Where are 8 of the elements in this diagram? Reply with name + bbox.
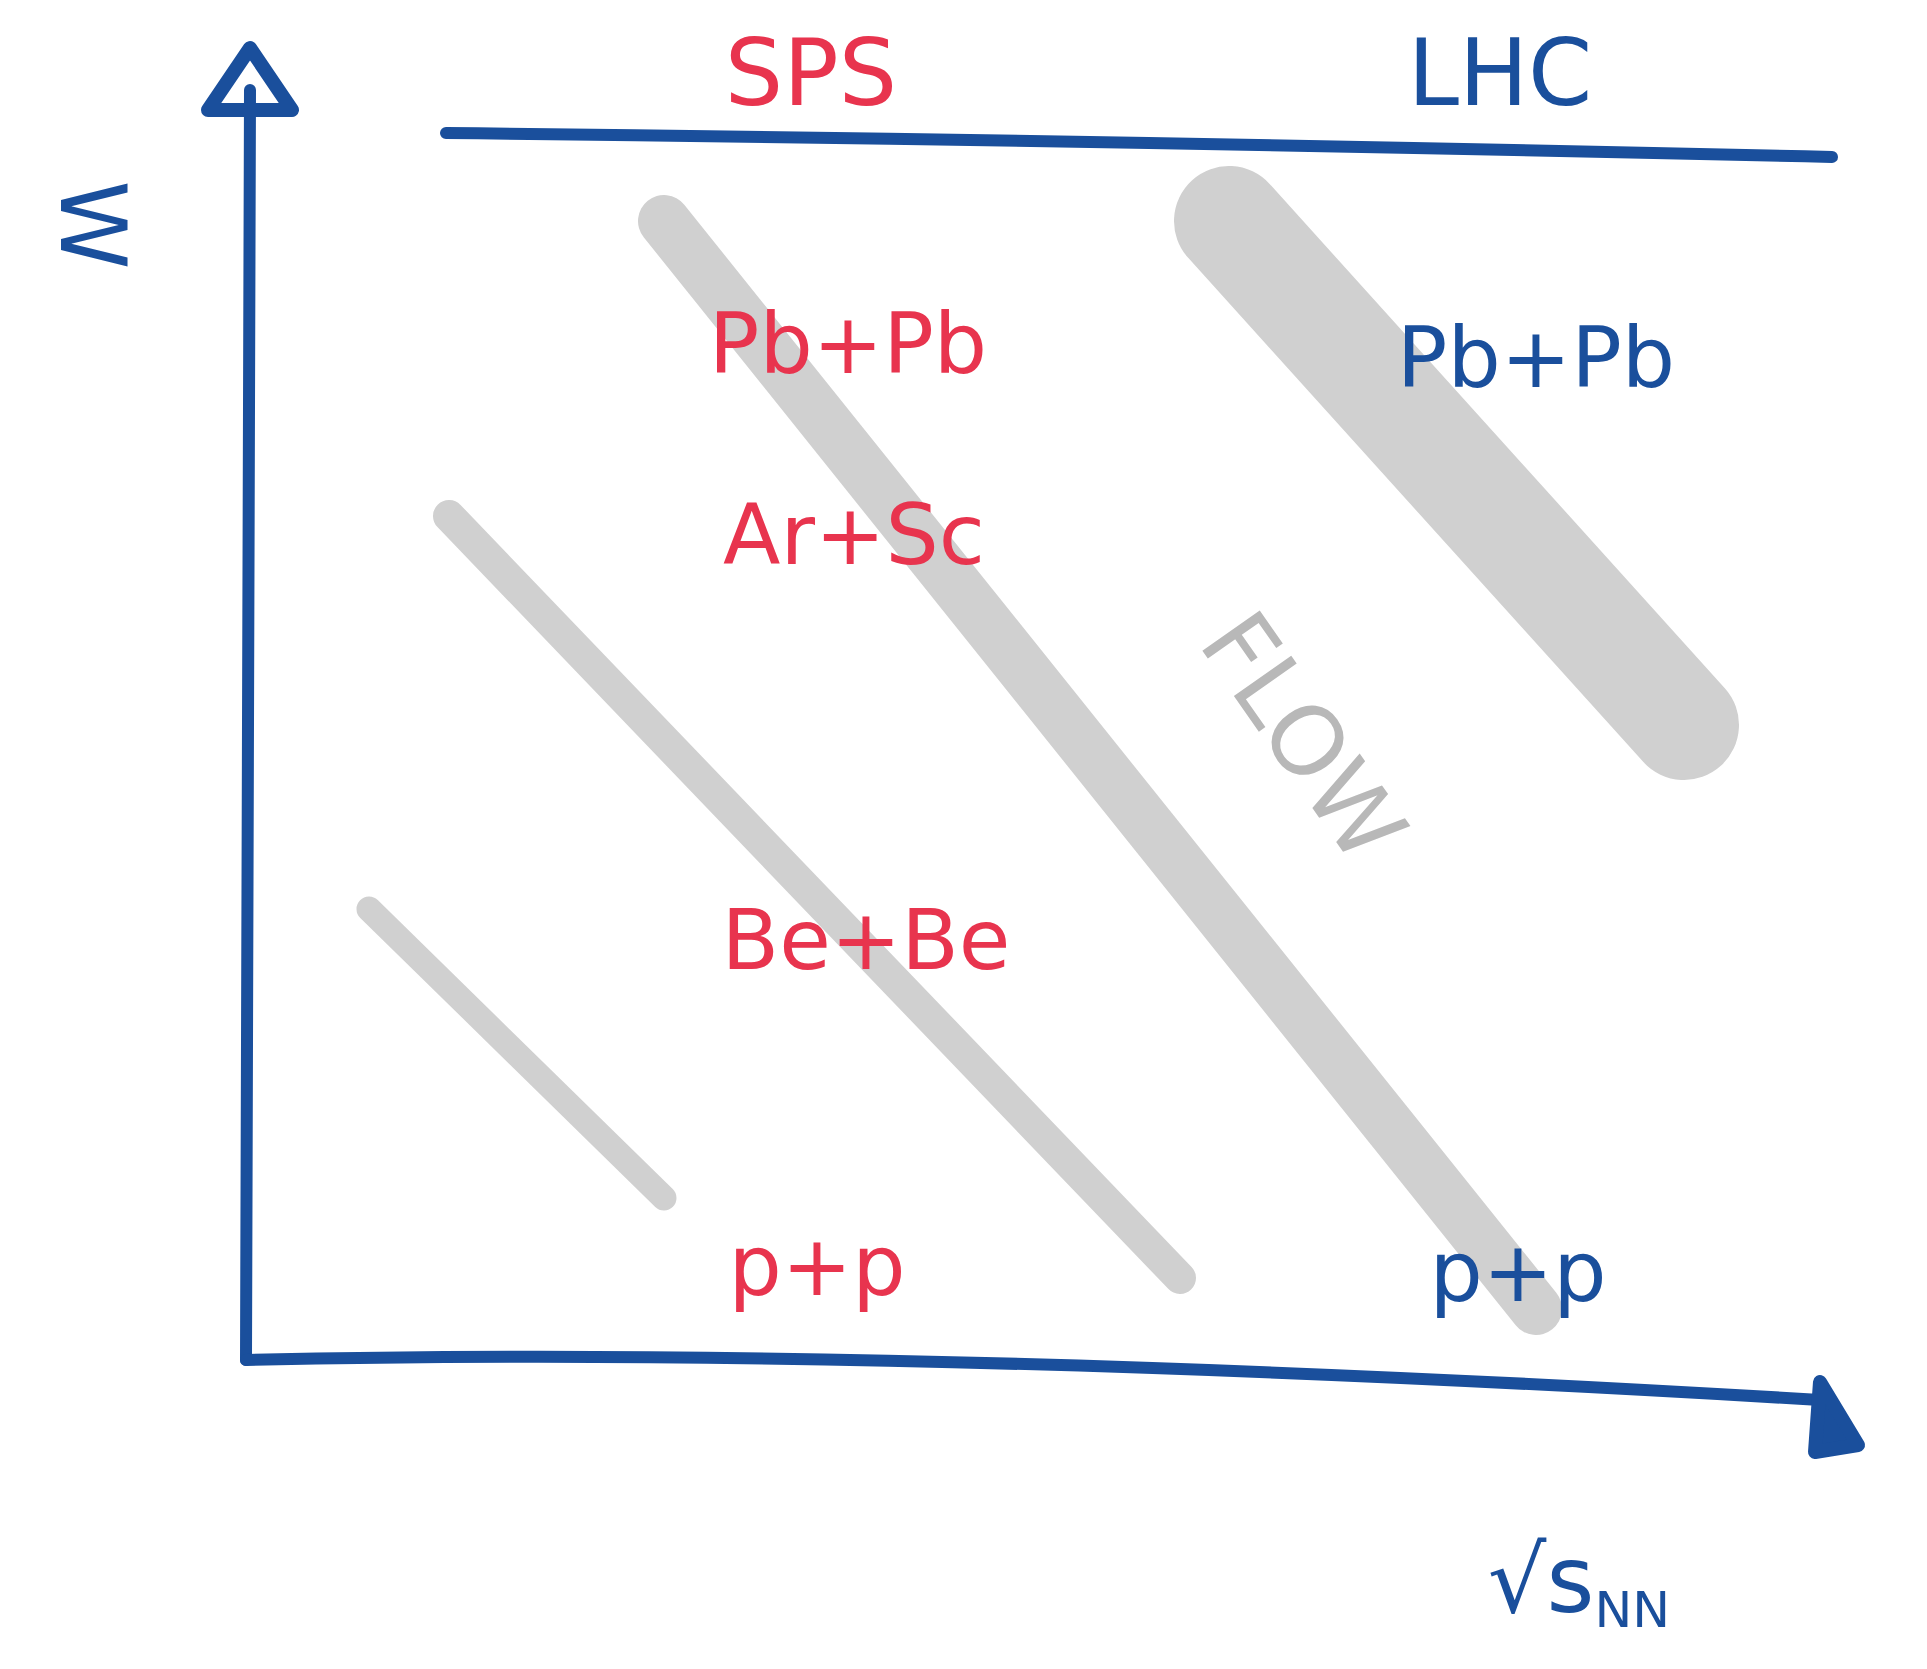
axis-label: W [47, 180, 137, 270]
collision-label: Pb+Pb [1396, 316, 1676, 400]
collision-label: Be+Be [721, 898, 1011, 982]
accelerator-label: SPS [724, 28, 898, 120]
accelerator-label: LHC [1407, 28, 1593, 120]
collision-label: Pb+Pb [708, 302, 988, 386]
axis-label: √s$_{NN}$ [1487, 1534, 1671, 1636]
collision-label: Ar+Sc [723, 493, 985, 577]
